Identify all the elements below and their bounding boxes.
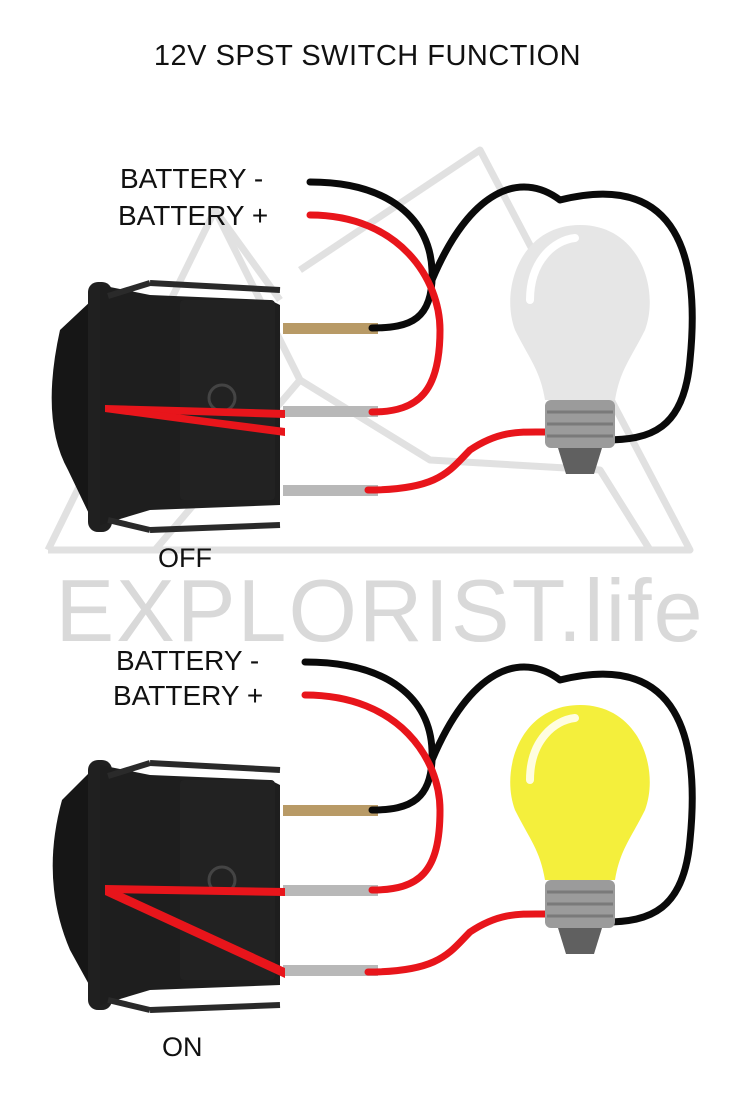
- label-battery-positive: BATTERY +: [118, 200, 269, 231]
- switch-state-label: ON: [162, 1032, 203, 1062]
- light-bulb-off: [510, 225, 650, 474]
- label-battery-positive: BATTERY +: [113, 680, 264, 711]
- rocker-switch: [52, 760, 378, 1013]
- page-title: 12V SPST SWITCH FUNCTION: [153, 40, 582, 72]
- switch-state-label: OFF: [158, 543, 212, 573]
- light-bulb-on: [510, 705, 650, 954]
- label-battery-negative: BATTERY -: [120, 163, 264, 194]
- label-battery-negative: BATTERY -: [116, 645, 260, 676]
- rocker-switch: [51, 280, 378, 533]
- watermark-text: EXPLORIST.life: [55, 561, 705, 660]
